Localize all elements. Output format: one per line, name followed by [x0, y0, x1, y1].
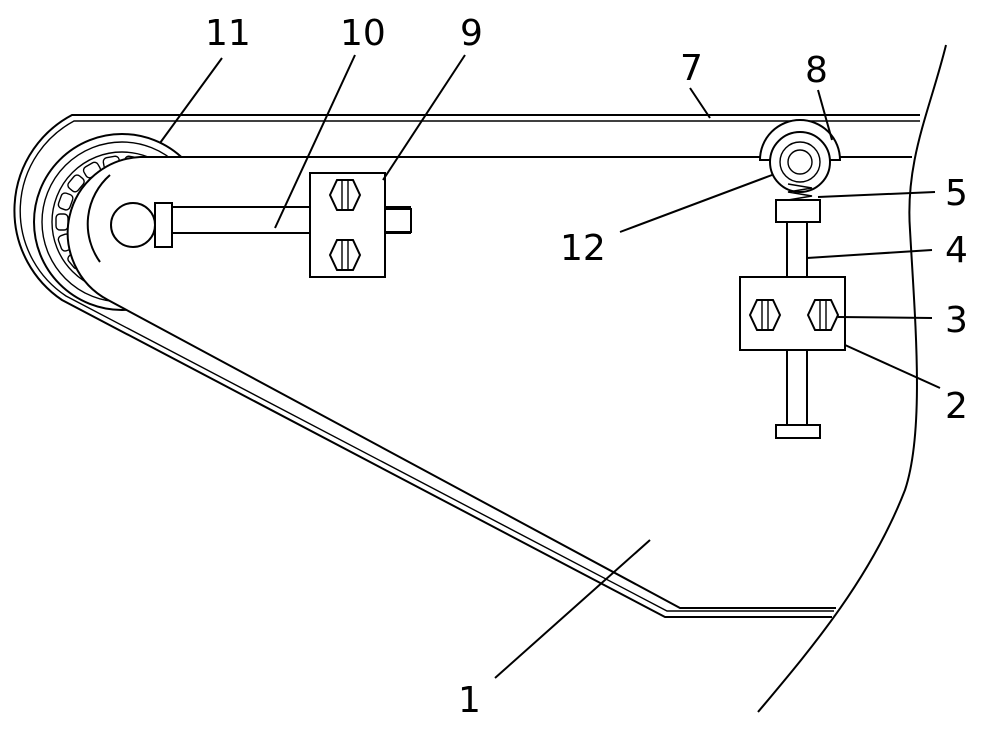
label-7: 7: [680, 48, 703, 89]
label-1: 1: [458, 680, 481, 721]
label-12: 12: [560, 228, 606, 269]
label-10: 10: [340, 13, 386, 54]
label-11: 11: [205, 13, 251, 54]
label-3: 3: [945, 300, 968, 341]
label-4: 4: [945, 230, 968, 271]
label-8: 8: [805, 50, 828, 91]
clamp-block-2: [740, 277, 845, 350]
label-2: 2: [945, 386, 968, 427]
clamp-block-9: [310, 173, 385, 277]
label-5: 5: [945, 173, 968, 214]
label-9: 9: [460, 13, 483, 54]
